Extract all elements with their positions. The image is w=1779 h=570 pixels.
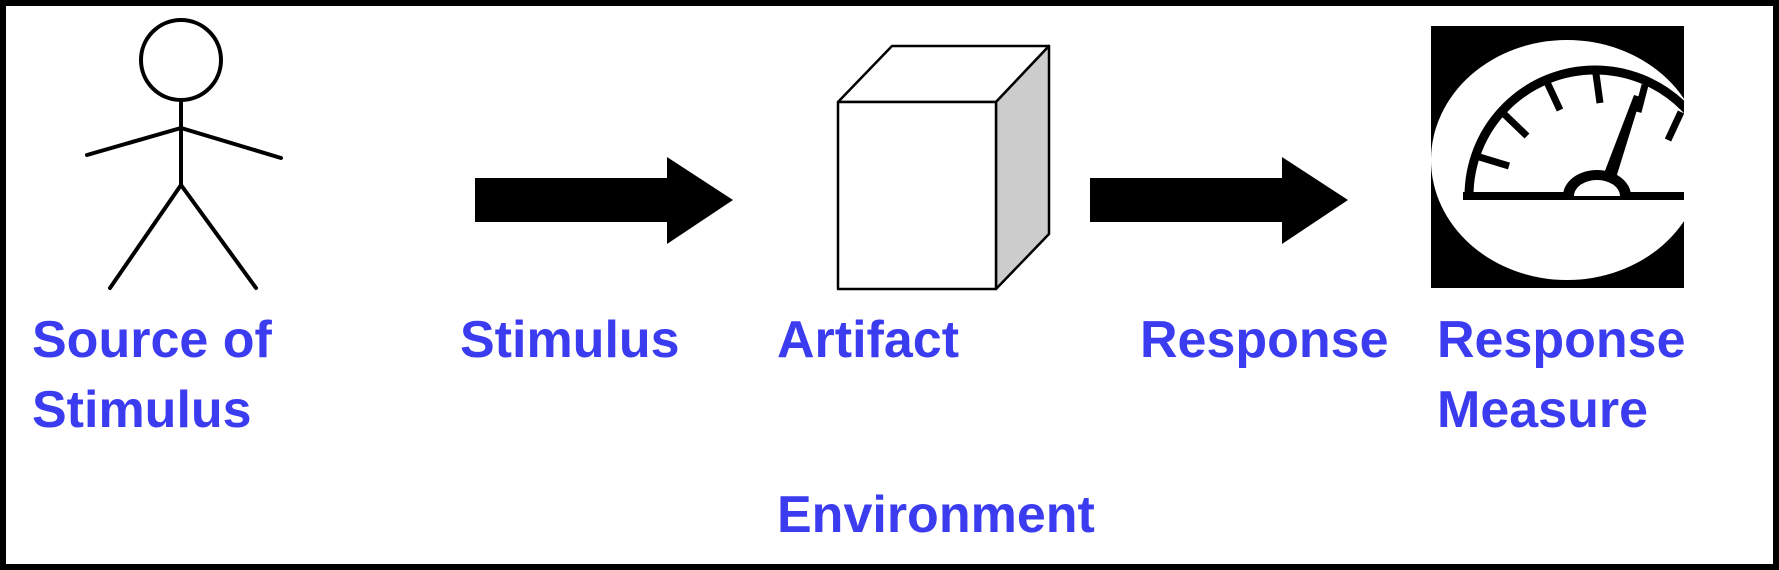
artifact-label-text: Artifact — [777, 311, 960, 369]
artifact-label: Artifact — [777, 305, 959, 375]
gauge-needle — [1603, 95, 1641, 178]
stick-figure-right-arm — [179, 126, 283, 160]
response-arrow-icon — [1090, 157, 1348, 244]
measure-label-line-2: Measure — [1437, 381, 1648, 439]
stick-figure-left-arm — [85, 126, 183, 157]
stick-figure-left-leg — [108, 183, 183, 290]
gauge-icon — [1431, 26, 1684, 288]
gauge-arc — [1464, 65, 1684, 197]
stick-figure-right-leg — [179, 183, 258, 290]
source-label-line-2: Stimulus — [32, 381, 252, 439]
environment-label-text: Environment — [777, 486, 1095, 544]
stimulus-arrow-icon — [475, 157, 733, 244]
response-label-text: Response — [1140, 311, 1389, 369]
gauge-dial — [1431, 40, 1684, 280]
stimulus-label-text: Stimulus — [460, 311, 680, 369]
source-label-line-1: Source of — [32, 311, 272, 369]
cube-icon — [836, 44, 1051, 291]
measure-label-line-1: Response — [1437, 311, 1686, 369]
response-label: Response — [1140, 305, 1389, 375]
stimulus-label: Stimulus — [460, 305, 680, 375]
source-of-stimulus-label: Source of Stimulus — [32, 305, 272, 445]
environment-label: Environment — [777, 480, 1095, 550]
stick-figure-head — [139, 18, 223, 102]
response-measure-label: Response Measure — [1437, 305, 1686, 445]
cube-front-face — [836, 100, 998, 291]
stick-figure-icon — [85, 18, 283, 290]
gauge-ticks — [1474, 73, 1684, 170]
gauge-hub-inner — [1574, 180, 1620, 196]
